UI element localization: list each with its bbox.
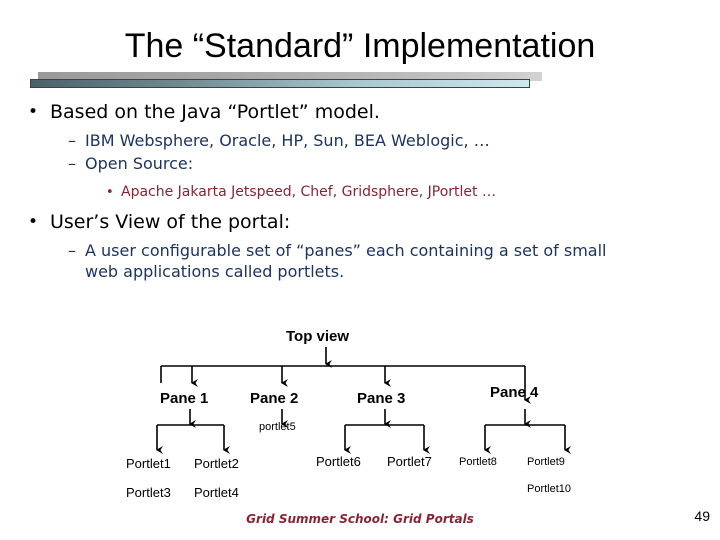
diagram-label-portlet4: Portlet4: [194, 485, 239, 500]
bullet-level2-text: A user configurable set of “panes” each …: [85, 241, 607, 281]
diagram-label-portlet7: Portlet7: [387, 454, 432, 469]
slide-footer: Grid Summer School: Grid Portals: [246, 512, 474, 526]
bullet-level2-item-1: –IBM Websphere, Oracle, HP, Sun, BEA Web…: [68, 130, 490, 151]
bullet-level2-item-2: –Open Source:: [68, 153, 193, 174]
bullet-marker-dot: •: [28, 212, 39, 232]
diagram-label-pane4: Pane 4: [490, 384, 539, 401]
diagram-label-portlet1: Portlet1: [126, 456, 171, 471]
bullet-marker-dash: –: [68, 241, 76, 260]
bullet-marker-dot: •: [28, 102, 39, 122]
diagram-label-portlet10: Portlet10: [527, 483, 572, 495]
page-title: The “Standard” Implementation: [124, 27, 596, 65]
bullet-marker-dash: –: [68, 154, 76, 173]
diagram-label-portlet3: Portlet3: [126, 485, 171, 500]
page-number: 49: [694, 508, 710, 524]
diagram-label-root: Top view: [286, 328, 350, 345]
bullet-marker-dot: •: [106, 185, 114, 200]
diagram-label-pane3: Pane 3: [357, 390, 406, 407]
diagram-label-portlet8: Portlet8: [459, 456, 497, 468]
bullet-level3-text: Apache Jakarta Jetspeed, Chef, Gridspher…: [121, 184, 496, 200]
bullet-marker-dash: –: [68, 131, 76, 150]
title-divider: [30, 72, 542, 90]
diagram-label-pane2: Pane 2: [250, 390, 299, 407]
diagram-label-portlet2: Portlet2: [194, 456, 239, 471]
diagram-label-portlet9: Portlet9: [527, 456, 565, 468]
bullet-level1-item-1: • Based on the Java “Portlet” model.: [28, 100, 380, 124]
bullet-level2-text: IBM Websphere, Oracle, HP, Sun, BEA Webl…: [85, 131, 490, 150]
bullet-level1-text: Based on the Java “Portlet” model.: [50, 101, 380, 123]
diagram-label-portlet6: Portlet6: [316, 454, 361, 469]
bullet-level2-text: Open Source:: [85, 154, 194, 173]
bullet-level2-item-3: –A user configurable set of “panes” each…: [68, 240, 668, 282]
bullet-level1-item-2: • User’s View of the portal:: [28, 210, 290, 234]
title-divider-shadow: [38, 72, 542, 81]
bullet-level1-text: User’s View of the portal:: [50, 211, 291, 233]
title-divider-bar: [30, 79, 530, 88]
diagram-label-portlet5: portlet5: [259, 421, 296, 433]
diagram-label-pane1: Pane 1: [160, 390, 209, 407]
bullet-level3-item-1: • Apache Jakarta Jetspeed, Chef, Gridsphe…: [106, 183, 496, 202]
